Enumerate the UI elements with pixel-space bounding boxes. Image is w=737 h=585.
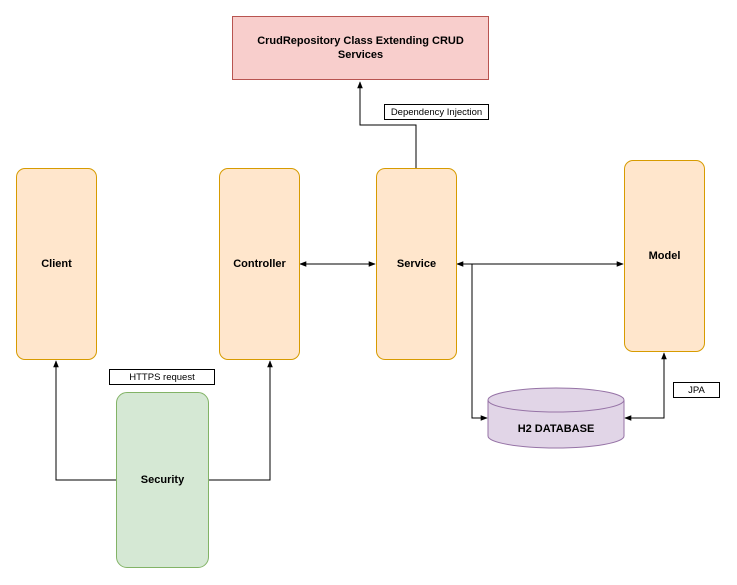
edge-model-database — [624, 352, 667, 421]
edge-service-to-repository — [357, 81, 417, 168]
crud-repository-box[interactable]: CrudRepository Class Extending CRUD Serv… — [232, 16, 489, 80]
controller-box[interactable]: Controller — [219, 168, 300, 360]
security-label: Security — [140, 474, 185, 486]
security-box[interactable]: Security — [116, 392, 209, 568]
database-cylinder: H2 DATABASE — [487, 387, 625, 449]
edge-security-controller — [208, 360, 273, 481]
client-label: Client — [41, 258, 72, 270]
service-box[interactable]: Service — [376, 168, 457, 360]
dependency-injection-label: Dependency Injection — [384, 104, 489, 120]
edge-security-client — [53, 360, 116, 481]
database-label: H2 DATABASE — [518, 423, 595, 435]
model-label: Model — [648, 250, 681, 262]
edge-service-database — [471, 264, 488, 421]
jpa-label: JPA — [673, 382, 720, 398]
controller-label: Controller — [233, 258, 286, 270]
service-label: Service — [396, 258, 437, 270]
crud-repository-label: CrudRepository Class Extending CRUD Serv… — [257, 35, 464, 61]
https-request-label: HTTPS request — [109, 369, 215, 385]
model-box[interactable]: Model — [624, 160, 705, 352]
client-box[interactable]: Client — [16, 168, 97, 360]
